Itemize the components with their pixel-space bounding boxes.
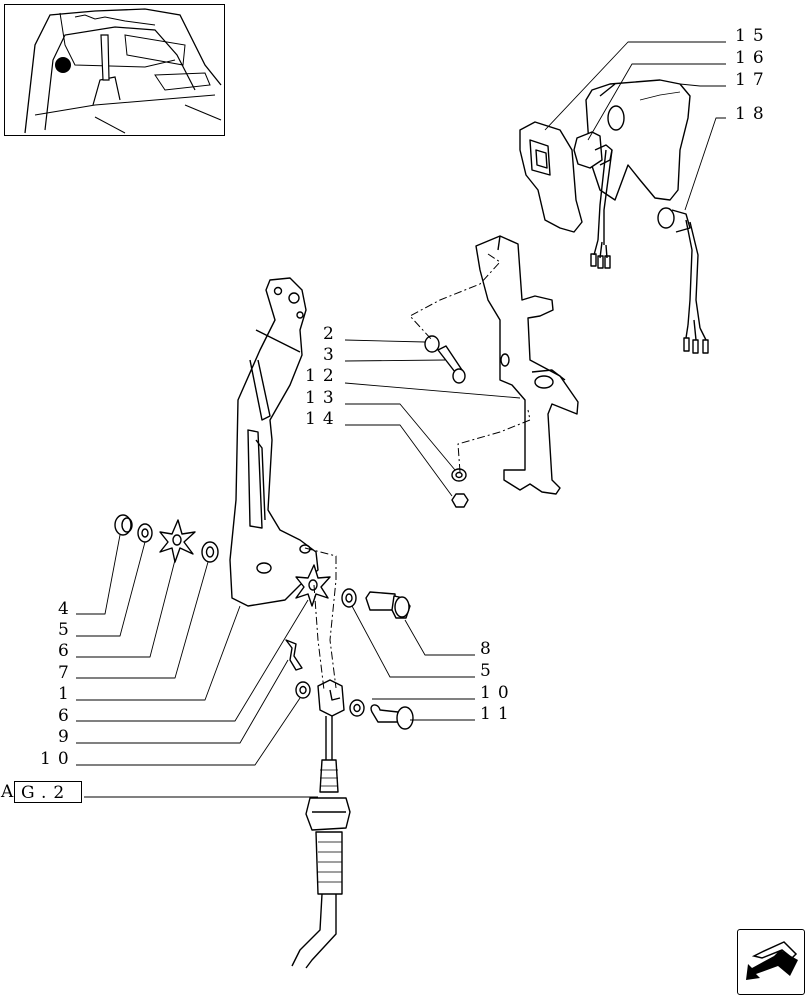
bolt-8 [365,591,411,619]
lever-plate [229,277,319,607]
washer-13 [451,468,467,482]
clip-9 [285,639,303,671]
callout-6: 6 [58,641,76,661]
nut-14 [451,493,469,508]
washer-5b [341,588,357,608]
callout-2: 2 [323,324,341,344]
cab-interior-sketch [24,8,222,134]
callout-17: 17 [735,70,771,90]
control-cable [291,716,351,969]
callout-3: 3 [323,345,341,365]
locator-thumbnail [4,4,225,136]
reference-code: G.2 [21,783,72,803]
callout-14: 14 [305,409,341,429]
bracket [475,235,579,495]
leader-lines [76,41,726,798]
callout-15: 15 [735,26,771,46]
screw-3 [437,345,466,384]
callout-13: 13 [305,388,341,408]
console-cover [585,79,691,201]
callout-5: 5 [58,620,76,640]
side-panel [519,121,583,233]
switch [573,131,613,269]
pin-11 [370,704,414,730]
callout-4: 4 [58,599,76,619]
washer-5 [137,523,153,543]
callout-10-second: 10 [480,683,516,703]
callout-6-second: 6 [58,706,76,726]
lamp-socket [657,207,709,354]
callout-7: 7 [58,663,76,683]
callout-5-second: 5 [480,661,498,681]
callout-9: 9 [58,727,76,747]
assembly-lines [304,253,531,691]
reference-link[interactable]: G.2 [14,781,82,803]
callout-18: 18 [735,104,771,124]
washer-10b [349,699,365,717]
navigation-button[interactable] [737,929,805,995]
clevis [317,679,345,717]
star-washer-6b [295,564,331,607]
nut-2 [424,335,440,353]
callout-1: 1 [58,684,76,704]
reference-prefix: A [1,782,14,802]
arrow-icon [746,941,798,980]
callout-10: 10 [40,749,76,769]
callout-8: 8 [480,639,498,659]
location-marker [55,57,71,73]
washer-7 [201,541,219,563]
callout-11: 11 [480,704,516,724]
callout-16: 16 [735,48,771,68]
nut-4 [114,514,133,536]
washer-10 [295,681,311,699]
callout-12: 12 [305,366,341,386]
star-washer-6 [159,519,196,563]
